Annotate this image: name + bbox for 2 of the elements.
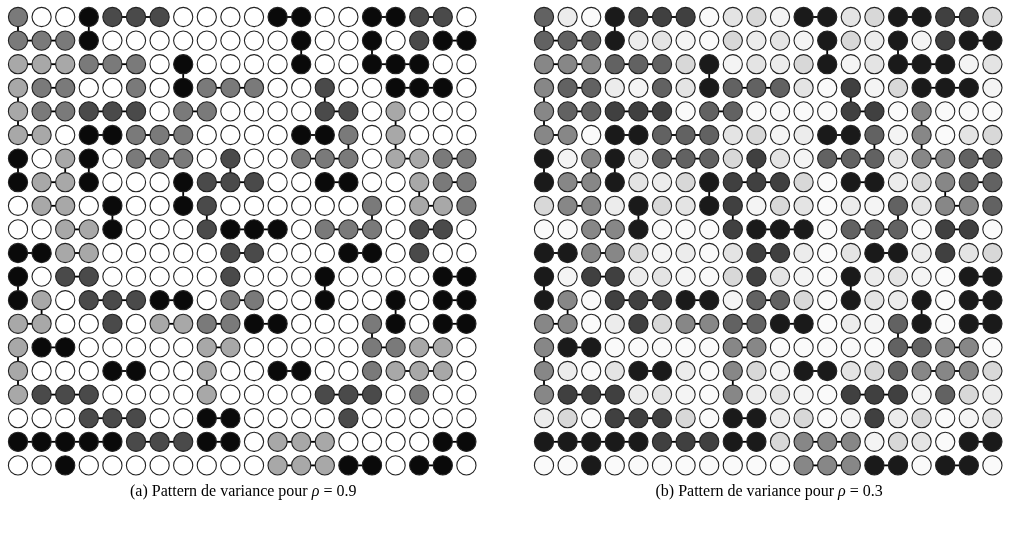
figure-caption: (b) Pattern de variance pour ρ = 0.3 <box>655 482 883 500</box>
figure-caption: (a) Pattern de variance pour ρ = 0.9 <box>130 482 357 500</box>
